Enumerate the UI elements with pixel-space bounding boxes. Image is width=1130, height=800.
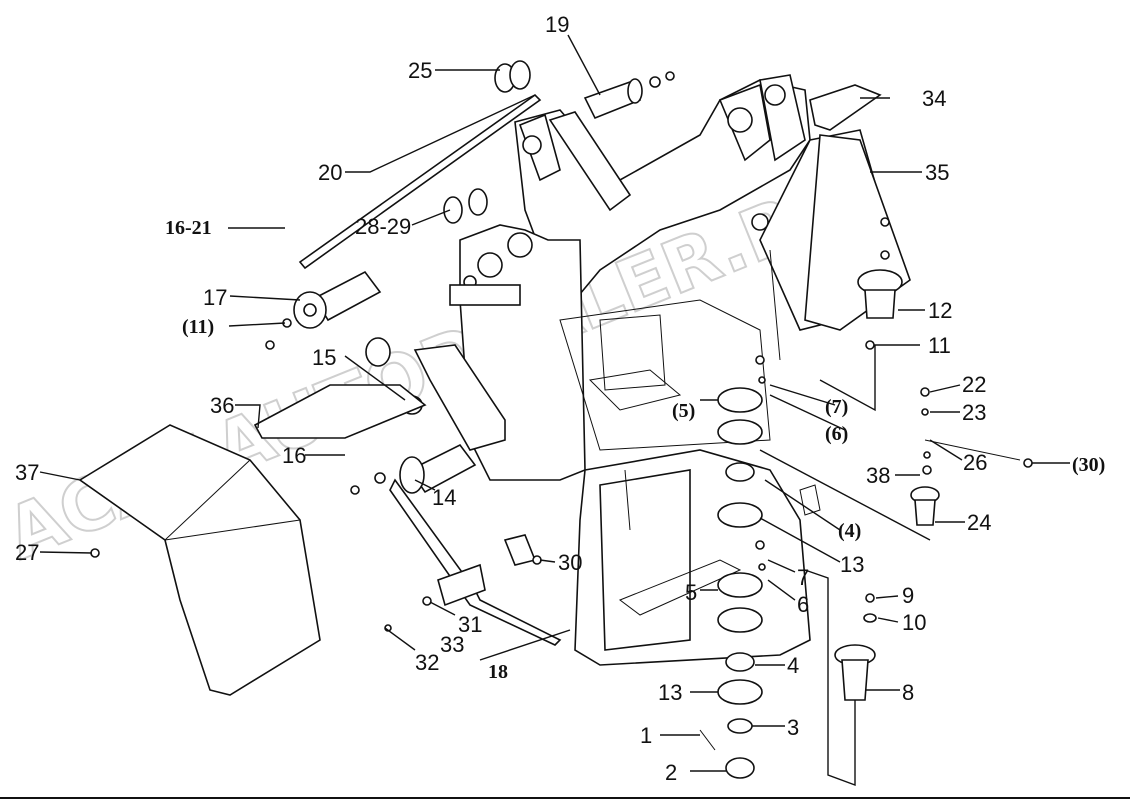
cover-plate-20 (298, 93, 542, 270)
label-13-lower: 13 (658, 680, 682, 705)
label-15: 15 (312, 345, 336, 370)
label-27: 27 (15, 540, 39, 565)
label-30-paren: (30) (1072, 454, 1105, 476)
washer-pair-25 (494, 60, 531, 93)
label-24: 24 (967, 510, 991, 535)
label-3: 3 (787, 715, 799, 740)
label-30: 30 (558, 550, 582, 575)
label-5: 5 (685, 580, 697, 605)
label-12: 12 (928, 298, 952, 323)
label-6: 6 (797, 592, 809, 617)
label-31: 31 (458, 612, 482, 637)
label-38: 38 (866, 463, 890, 488)
ring-part (365, 337, 391, 367)
label-35: 35 (925, 160, 949, 185)
label-7: 7 (797, 565, 809, 590)
label-14: 14 (432, 485, 456, 510)
callout-labels: 25 19 20 16-21 28-29 17 (11) 15 36 16 14… (15, 12, 1105, 785)
label-9: 9 (902, 583, 914, 608)
washer-pair-28-29 (443, 188, 488, 224)
label-1: 1 (640, 723, 652, 748)
clip-30 (503, 534, 542, 566)
leader-lines (39, 34, 1070, 787)
label-32: 32 (415, 650, 439, 675)
plate-31 (437, 563, 486, 607)
label-17: 17 (203, 285, 227, 310)
pin-8 (834, 593, 877, 701)
label-16-21: 16-21 (165, 217, 212, 239)
label-5-paren: (5) (672, 400, 695, 422)
fender-37 (78, 424, 321, 696)
label-20: 20 (318, 160, 342, 185)
label-28-29: 28-29 (355, 214, 411, 239)
label-10: 10 (902, 610, 926, 635)
label-34: 34 (922, 86, 946, 111)
pin-19 (583, 71, 675, 120)
label-4: 4 (787, 653, 799, 678)
upper-hinge-stack (717, 355, 766, 528)
bracket-plate-36 (253, 384, 427, 439)
label-25: 25 (408, 58, 432, 83)
label-26: 26 (963, 450, 987, 475)
label-23: 23 (962, 400, 986, 425)
label-8: 8 (902, 680, 914, 705)
label-4-paren: (4) (838, 520, 861, 542)
label-2: 2 (665, 760, 677, 785)
pin-24 (910, 387, 1033, 526)
label-37: 37 (15, 460, 39, 485)
pin-17 (265, 270, 382, 350)
label-11-paren: (11) (182, 316, 214, 338)
bearing-seat-12 (857, 217, 903, 350)
side-plate (413, 344, 506, 451)
label-36: 36 (210, 393, 234, 418)
plate-34 (809, 84, 882, 131)
label-22: 22 (962, 372, 986, 397)
label-11: 11 (928, 333, 951, 358)
pin-14 (350, 443, 477, 495)
label-13-upper: 13 (840, 552, 864, 577)
label-7-paren: (7) (825, 396, 848, 418)
label-18: 18 (488, 661, 508, 683)
label-19: 19 (545, 12, 569, 37)
label-6-paren: (6) (825, 423, 848, 445)
label-16: 16 (282, 443, 306, 468)
lower-hinge-stack (699, 540, 766, 779)
label-33: 33 (440, 632, 464, 657)
